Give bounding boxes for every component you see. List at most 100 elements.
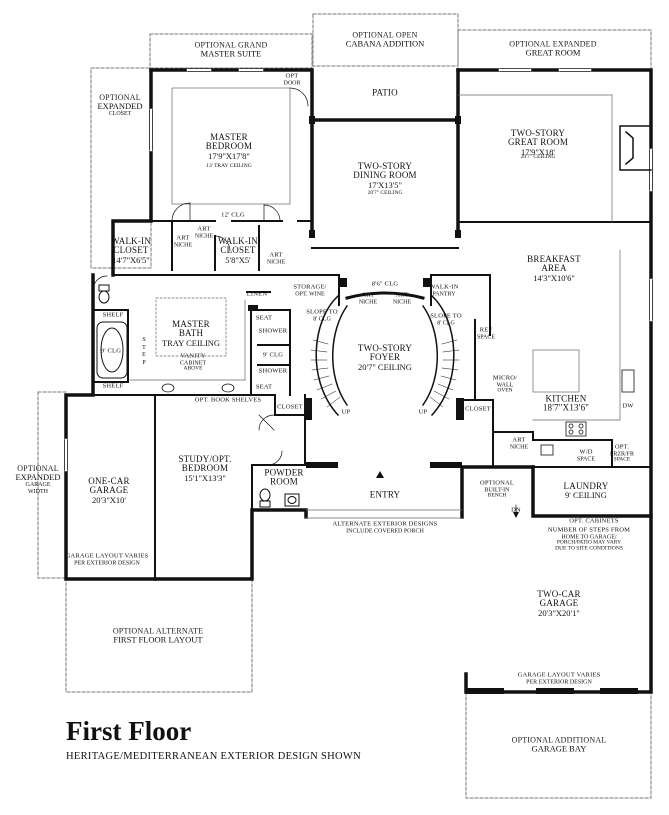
- powder-sink-icon: [284, 493, 300, 507]
- room-label-dims: 8' CLG: [437, 320, 455, 327]
- room-label-book-shelves: OPT. BOOK SHELVES: [194, 396, 262, 405]
- room-label-master-tray: 13' TRAY CEILING: [206, 163, 251, 170]
- room-label-name: W/D: [579, 448, 593, 456]
- room-label-dims: EXPANDED: [97, 101, 143, 112]
- room-label-seat-1: SEAT: [256, 315, 272, 323]
- room-label-dims: SPACE: [576, 456, 596, 463]
- windows: [64, 68, 653, 472]
- room-label-dims: NICHE: [173, 242, 193, 249]
- room-label-name: OPTIONAL: [17, 464, 59, 474]
- room-label-note: 17'9"X18': [521, 146, 555, 157]
- room-label-note: 15'1"X13'3": [184, 472, 226, 483]
- fireplace-icon: [619, 125, 652, 171]
- room-label-name: OPTIONAL GRAND: [194, 40, 268, 50]
- room-label-name: UP: [418, 408, 428, 416]
- room-label-dims: 18'7"X13'6": [542, 403, 590, 413]
- room-label-dims: DOOR: [283, 80, 301, 87]
- room-label-name: WALK-IN: [218, 236, 258, 247]
- room-label-name: OPT.: [614, 443, 630, 451]
- room-label-shelf-2: SHELF: [103, 383, 124, 391]
- room-label-name: MASTER: [210, 132, 248, 143]
- room-label-shower-2: SHOWER: [258, 367, 288, 376]
- room-label-name: DN: [511, 506, 521, 514]
- room-label-dims: 8' CLG: [313, 316, 331, 323]
- room-label-dims: ROOM: [270, 477, 298, 487]
- room-label-dims: INCLUDE COVERED PORCH: [346, 528, 424, 535]
- room-label-name: VANITY: [180, 352, 206, 360]
- room-label-shower-clg: 9' CLG: [263, 352, 283, 360]
- room-label-tub-clg: 9' CLG: [100, 347, 122, 356]
- room-label-name: OPTIONAL: [99, 93, 141, 103]
- room-label-dims: EXPANDED: [15, 472, 61, 483]
- room-label-name: OPT. BOOK SHELVES: [194, 396, 262, 404]
- room-label-name: OPTIONAL EXPANDED: [509, 39, 597, 49]
- room-label-name: TWO-STORY: [357, 161, 413, 172]
- room-label-dims: GREAT ROOM: [507, 137, 569, 148]
- room-label-dims: OPT. WINE: [295, 291, 325, 298]
- room-label-name: OPTIONAL ALTERNATE: [112, 626, 204, 636]
- room-label-name: MASTER: [172, 319, 210, 330]
- bathtub-icon: [96, 321, 128, 379]
- step-letter: E: [142, 352, 146, 358]
- step-letter: P: [142, 359, 146, 366]
- room-label-dims: PANTRY: [432, 291, 456, 298]
- room-label-great-clg: 20'7" CEILING: [521, 154, 556, 161]
- room-label-note: WIDTH: [28, 488, 48, 495]
- room-label-name: GARAGE LAYOUT VARIES: [65, 552, 149, 560]
- room-label-entry: ENTRY: [370, 489, 401, 499]
- room-label-up-1: UP: [342, 409, 351, 417]
- room-label-clg-12: 12' CLG: [221, 212, 245, 220]
- room-label-dims: SPACE: [476, 334, 496, 341]
- down-arrow-icon: [513, 512, 519, 518]
- room-label-name: TWO-STORY: [510, 128, 566, 139]
- room-label-note: ABOVE: [183, 365, 203, 372]
- room-label-name: GARAGE LAYOUT VARIES: [517, 671, 601, 679]
- room-label-dims: GARAGE BAY: [531, 743, 587, 754]
- room-label-note: 14'7"X6'5": [112, 254, 150, 265]
- room-label-dims: GARAGE: [539, 598, 579, 609]
- room-label-name: 9' CLG: [100, 347, 122, 355]
- room-label-dims: NICHE: [509, 444, 529, 451]
- room-label-dims: CLOSET: [113, 245, 149, 256]
- room-label-note: 20'7" CEILING: [358, 361, 412, 372]
- room-label-note: 5'8"X5': [225, 254, 251, 265]
- room-label-name: SLOPE TO: [430, 312, 462, 320]
- door-swings: [92, 87, 309, 466]
- room-label-note: DUE TO SITE CONDITIONS: [555, 545, 623, 552]
- room-label-name: KITCHEN: [545, 393, 587, 404]
- room-label-dims: FRZR/FR: [609, 451, 635, 458]
- room-label-name: ART: [395, 291, 409, 299]
- room-label-name: WALK-IN: [429, 283, 459, 291]
- room-label-note: GARAGE: [25, 482, 51, 489]
- room-label-note: OVEN: [497, 387, 513, 394]
- room-label-name: DW: [622, 402, 634, 410]
- room-label-name: STUDY/OPT.: [178, 454, 232, 465]
- plan-title: First Floor: [66, 716, 192, 746]
- room-label-clg-86: 8'6" CLG: [372, 281, 399, 289]
- room-label-name: SHELF: [102, 311, 124, 319]
- foyer-pillars: [248, 278, 638, 694]
- room-label-name: NUMBER OF STEPS FROM: [547, 526, 631, 534]
- room-label-name: SEAT: [255, 383, 273, 391]
- room-label-dims: NICHE: [194, 233, 214, 240]
- room-label-name: SHOWER: [258, 327, 288, 335]
- room-label-name: SHOWER: [258, 367, 288, 375]
